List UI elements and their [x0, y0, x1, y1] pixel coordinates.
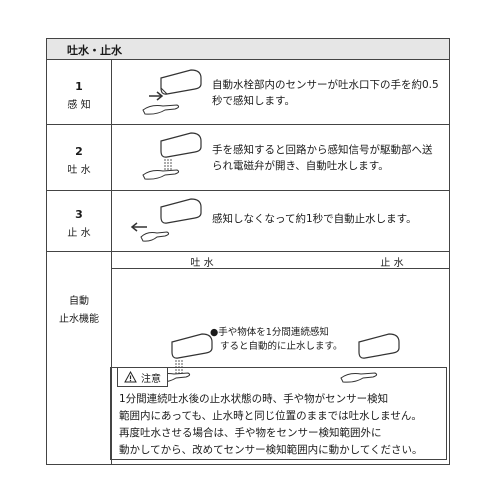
step-name: 感 知 — [67, 100, 91, 111]
column-stop: 止 水 — [380, 258, 404, 269]
caution-text: 1分間連続吐水後の止水状態の時、手や物がセンサー検知 範囲内にあっても、止水時と… — [119, 391, 439, 459]
caution-tag: 注意 — [117, 367, 168, 387]
row-label: 自動 止水機能 — [47, 252, 112, 464]
row-sense: 1 感 知 自動水栓部内のセンサーが吐水口下の手を約0.5秒で感知します。 — [47, 60, 449, 125]
instruction-table: 吐水・止水 1 感 知 自動水栓部内のセンサーが吐水口下の手を約0.5秒で感知し… — [46, 38, 450, 465]
caution-line: 範囲内にあっても、止水時と同じ位置のままでは吐水しません。 — [119, 410, 422, 422]
row-label: 3 止 水 — [47, 191, 112, 251]
row-stop: 3 止 水 感知しなくなって約1秒で自動止水します。 — [47, 191, 449, 252]
table-header: 吐水・止水 — [47, 39, 449, 60]
row-auto-stop: 自動 止水機能 吐 水 止 水 — [47, 252, 449, 464]
step-description: 感知しなくなって約1秒で自動止水します。 — [212, 213, 417, 225]
step-number: 1 — [75, 80, 83, 93]
auto-stop-note: ●手や物体を1分間連続感知 すると自動的に止水します。 — [210, 326, 343, 354]
row-label: 2 吐 水 — [47, 125, 112, 190]
step-name: 吐 水 — [67, 165, 91, 176]
caution-line: 動かしてから、改めてセンサー検知範囲内に動かしてください。 — [119, 444, 423, 456]
faucet-stop-illustration — [130, 198, 202, 242]
table-title: 吐水・止水 — [67, 44, 122, 57]
caution-line: 1分間連続吐水後の止水状態の時、手や物がセンサー検知 — [119, 393, 389, 405]
column-discharge: 吐 水 — [190, 258, 214, 269]
step-name: 止 水 — [67, 228, 91, 239]
step-description: 自動水栓部内のセンサーが吐水口下の手を約0.5秒で感知します。 — [212, 79, 439, 107]
row-discharge: 2 吐 水 手を感知すると回路から感知信号が駆動部へ送られ電磁弁が開き、自動吐水… — [47, 125, 449, 191]
caution-line: 再度吐水させる場合は、手や物をセンサー検知範囲外に — [119, 427, 382, 439]
faucet-discharge-illustration — [142, 132, 202, 180]
step-description: 手を感知すると回路から感知信号が駆動部へ送られ電磁弁が開き、自動吐水します。 — [212, 144, 433, 172]
row-label: 1 感 知 — [47, 60, 112, 124]
auto-column-header: 吐 水 止 水 — [112, 252, 449, 269]
note-line: ●手や物体を1分間連続感知 — [210, 327, 329, 338]
caution-box: 注意 1分間連続吐水後の止水状態の時、手や物がセンサー検知 範囲内にあっても、止… — [110, 367, 447, 460]
faucet-sense-illustration — [142, 69, 202, 115]
auto-label-line1: 自動 — [69, 296, 89, 307]
warning-triangle-icon — [124, 371, 137, 383]
note-line: すると自動的に止水します。 — [220, 341, 343, 352]
step-number: 3 — [75, 208, 83, 221]
caution-title: 注意 — [141, 373, 161, 385]
faucet-auto-stopped-illustration — [340, 333, 400, 383]
auto-label-line2: 止水機能 — [59, 314, 99, 325]
step-number: 2 — [75, 145, 83, 158]
